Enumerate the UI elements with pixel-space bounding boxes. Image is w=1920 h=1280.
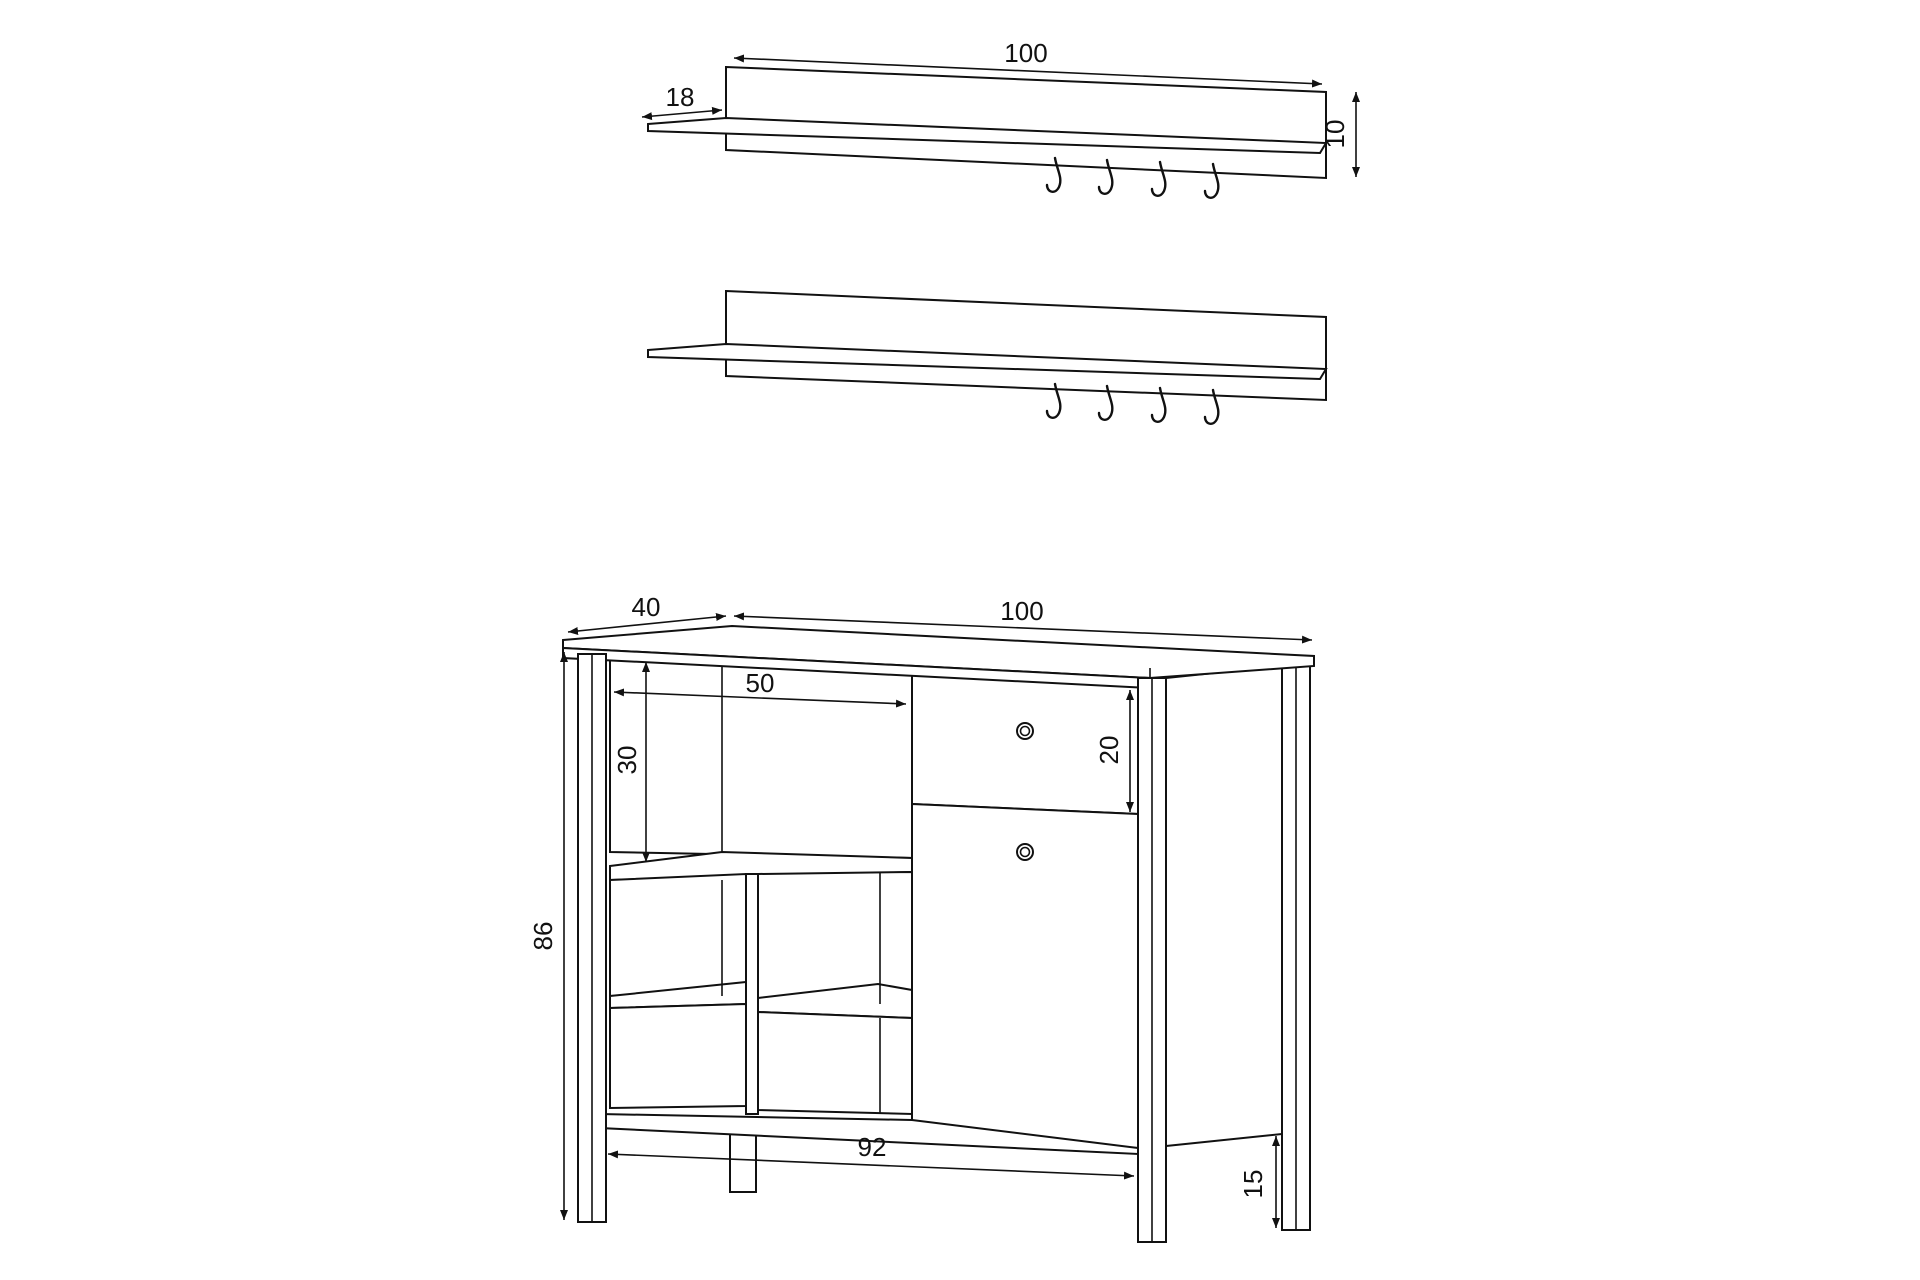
cubby-left-upper [609,872,747,998]
compartment-width-line [613,688,907,708]
hook-icon [1203,162,1220,199]
cabinet-depth-line [567,613,727,635]
bottom-shelf-hooks [1045,382,1220,425]
drawer-height-label: 20 [1094,736,1124,765]
cabinet: 40 100 50 30 20 86 92 15 [528,592,1315,1243]
cubby-left-lower [609,1002,747,1110]
total-height-label: 86 [528,922,558,951]
leg-height-label: 15 [1238,1170,1268,1199]
inner-width-label: 92 [858,1132,887,1162]
top-shelf-length-line [733,54,1323,88]
compartment-width-label: 50 [746,668,775,698]
hook-icon [1150,386,1167,423]
cabinet-width-label: 100 [1000,596,1043,626]
hook-icon [1203,388,1220,425]
top-shelf-length-label: 100 [1004,38,1047,68]
hook-icon [1150,160,1167,197]
top-shelf-hooks [1045,156,1220,199]
bottom-shelf-board [647,342,1328,381]
top-shelf-height-label: 10 [1320,120,1350,149]
bottom-shelf-back-panel [725,289,1327,402]
bottom-shelf [647,289,1328,425]
cabinet-side-panel [1165,664,1283,1148]
cabinet-width-line [733,612,1313,644]
top-shelf: 100 18 10 [641,38,1360,199]
inner-width-line [607,1150,1135,1180]
door-knob [1016,843,1034,861]
top-shelf-depth-line [641,106,723,121]
cubby-divider [745,873,759,1115]
hook-icon [1045,382,1062,419]
cubby-right-upper [757,870,913,1004]
cabinet-depth-label: 40 [632,592,661,622]
cubby-right-lower [757,1010,913,1116]
hook-icon [1097,158,1114,195]
hook-icon [1045,156,1062,193]
compartment-height-label: 30 [612,746,642,775]
drawer-knob [1016,722,1034,740]
top-shelf-depth-label: 18 [666,82,695,112]
hook-icon [1097,384,1114,421]
